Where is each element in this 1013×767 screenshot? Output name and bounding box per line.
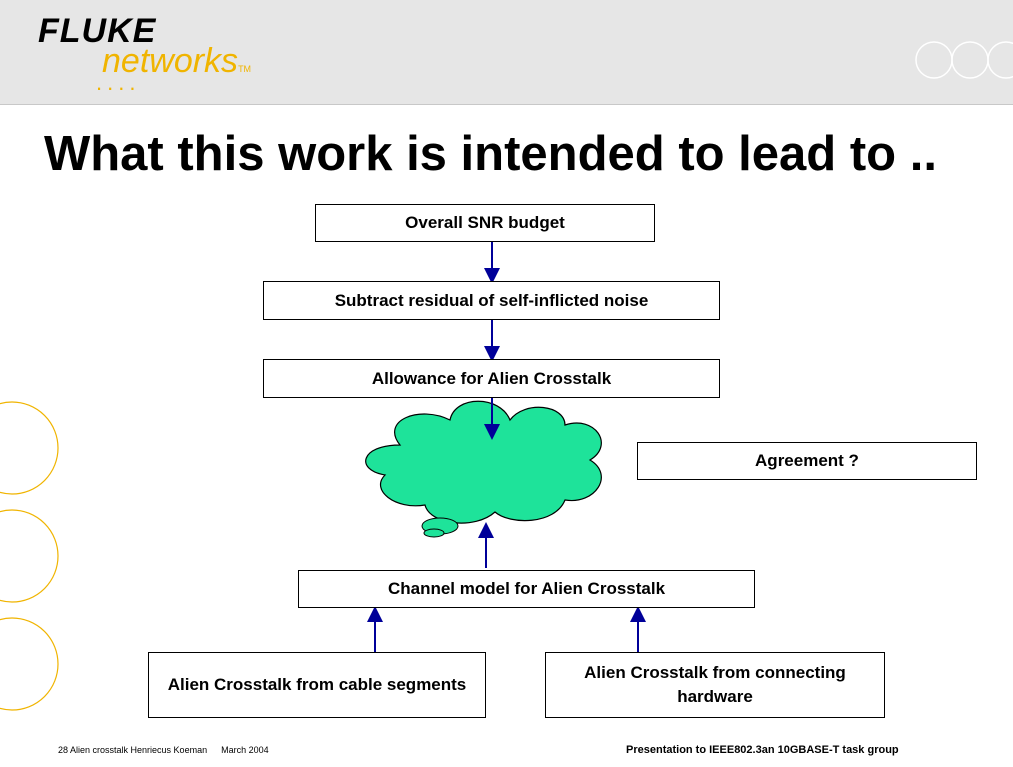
node-subtract-residual: Subtract residual of self-inflicted nois… bbox=[263, 281, 720, 320]
footer-slide-info: 28 Alien crosstalk Henriecus Koeman bbox=[58, 745, 208, 755]
node-snr-budget: Overall SNR budget bbox=[315, 204, 655, 242]
node-agreement: Agreement ? bbox=[637, 442, 977, 480]
footer-left: 28 Alien crosstalk Henriecus Koeman March… bbox=[58, 745, 269, 755]
footer-right: Presentation to IEEE802.3an 10GBASE-T ta… bbox=[626, 744, 899, 756]
slide-header: FLUKE networksTM .... bbox=[0, 0, 1013, 105]
logo-dots-glyphs: .... bbox=[96, 70, 141, 95]
node-channel-model: Channel model for Alien Crosstalk bbox=[298, 570, 755, 608]
cloud-shape bbox=[365, 400, 602, 538]
networks-logo-word: networks bbox=[102, 42, 239, 80]
slide-title: What this work is intended to lead to .. bbox=[44, 127, 937, 181]
logo-dots: .... bbox=[96, 70, 140, 96]
node-from-hardware: Alien Crosstalk from connecting hardware bbox=[545, 652, 885, 718]
side-ring-1 bbox=[0, 401, 59, 495]
node-from-cable: Alien Crosstalk from cable segments bbox=[148, 652, 486, 718]
node-allowance: Allowance for Alien Crosstalk bbox=[263, 359, 720, 398]
trademark-mark: TM bbox=[238, 64, 252, 74]
side-ring-3 bbox=[0, 617, 59, 711]
fluke-logo-text: FLUKE bbox=[38, 12, 157, 50]
header-ring-3 bbox=[987, 41, 1013, 79]
networks-logo-text: networksTM bbox=[102, 42, 251, 81]
footer-date: March 2004 bbox=[221, 745, 269, 755]
side-ring-2 bbox=[0, 509, 59, 603]
